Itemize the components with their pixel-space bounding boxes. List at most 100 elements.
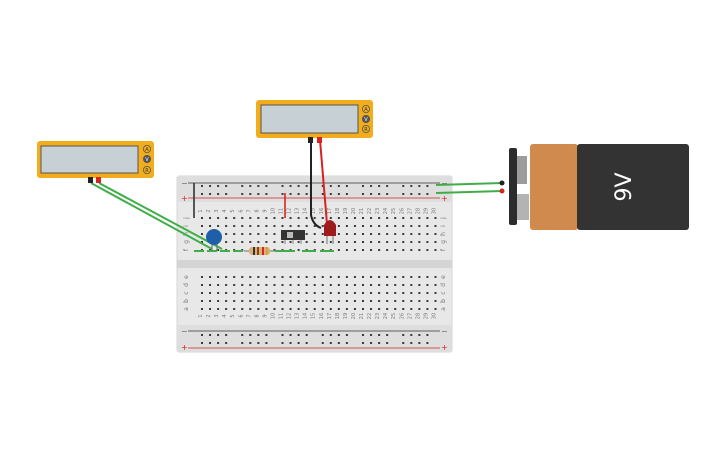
- terminal-hole[interactable]: [305, 276, 308, 278]
- terminal-hole[interactable]: [345, 249, 348, 251]
- terminal-hole[interactable]: [402, 292, 405, 294]
- terminal-hole[interactable]: [434, 284, 437, 286]
- terminal-hole[interactable]: [353, 284, 356, 286]
- rail-hole[interactable]: [362, 334, 364, 336]
- terminal-hole[interactable]: [233, 217, 236, 219]
- terminal-hole[interactable]: [362, 249, 364, 251]
- terminal-hole[interactable]: [418, 241, 421, 243]
- rail-hole[interactable]: [217, 193, 220, 195]
- terminal-hole[interactable]: [233, 241, 236, 243]
- terminal-hole[interactable]: [337, 276, 340, 278]
- rail-hole[interactable]: [321, 193, 324, 195]
- terminal-hole[interactable]: [265, 217, 268, 219]
- terminal-hole[interactable]: [337, 300, 340, 302]
- rail-hole[interactable]: [378, 342, 381, 344]
- terminal-hole[interactable]: [241, 300, 244, 302]
- terminal-hole[interactable]: [353, 249, 356, 251]
- rail-hole[interactable]: [225, 342, 228, 344]
- terminal-hole[interactable]: [281, 217, 284, 219]
- terminal-hole[interactable]: [281, 241, 284, 243]
- terminal-hole[interactable]: [362, 300, 364, 302]
- rail-hole[interactable]: [418, 185, 421, 187]
- terminal-hole[interactable]: [410, 300, 413, 302]
- terminal-hole[interactable]: [345, 300, 348, 302]
- terminal-hole[interactable]: [370, 217, 373, 219]
- terminal-hole[interactable]: [345, 241, 348, 243]
- terminal-hole[interactable]: [297, 308, 300, 310]
- rail-hole[interactable]: [370, 193, 373, 195]
- terminal-hole[interactable]: [370, 249, 373, 251]
- terminal-hole[interactable]: [201, 308, 203, 310]
- rail-hole[interactable]: [241, 342, 244, 344]
- terminal-hole[interactable]: [426, 284, 429, 286]
- terminal-hole[interactable]: [353, 233, 356, 235]
- terminal-hole[interactable]: [225, 308, 228, 310]
- terminal-hole[interactable]: [378, 217, 381, 219]
- terminal-hole[interactable]: [281, 308, 284, 310]
- terminal-hole[interactable]: [418, 300, 421, 302]
- rail-hole[interactable]: [362, 185, 364, 187]
- terminal-hole[interactable]: [209, 284, 212, 286]
- terminal-hole[interactable]: [362, 233, 364, 235]
- terminal-hole[interactable]: [370, 308, 373, 310]
- rail-hole[interactable]: [370, 334, 373, 336]
- wire-green-left-meter-1[interactable]: [90, 182, 213, 250]
- rail-hole[interactable]: [217, 334, 220, 336]
- terminal-hole[interactable]: [297, 276, 300, 278]
- terminal-hole[interactable]: [329, 276, 332, 278]
- terminal-hole[interactable]: [353, 292, 356, 294]
- terminal-hole[interactable]: [426, 225, 429, 227]
- terminal-hole[interactable]: [402, 249, 405, 251]
- terminal-hole[interactable]: [353, 217, 356, 219]
- rail-hole[interactable]: [249, 193, 252, 195]
- rail-hole[interactable]: [265, 342, 268, 344]
- rail-hole[interactable]: [289, 193, 292, 195]
- terminal-hole[interactable]: [297, 217, 300, 219]
- rail-hole[interactable]: [249, 342, 252, 344]
- terminal-hole[interactable]: [297, 284, 300, 286]
- terminal-hole[interactable]: [418, 308, 421, 310]
- terminal-hole[interactable]: [265, 225, 268, 227]
- terminal-hole[interactable]: [370, 233, 373, 235]
- terminal-hole[interactable]: [329, 300, 332, 302]
- rail-hole[interactable]: [362, 342, 364, 344]
- terminal-hole[interactable]: [410, 233, 413, 235]
- terminal-hole[interactable]: [233, 233, 236, 235]
- multimeter-left-probe-black[interactable]: [88, 177, 93, 183]
- terminal-hole[interactable]: [209, 300, 212, 302]
- rail-hole[interactable]: [297, 334, 300, 336]
- terminal-hole[interactable]: [370, 225, 373, 227]
- rail-hole[interactable]: [418, 342, 421, 344]
- terminal-hole[interactable]: [289, 217, 292, 219]
- terminal-hole[interactable]: [410, 249, 413, 251]
- terminal-hole[interactable]: [345, 292, 348, 294]
- terminal-hole[interactable]: [402, 225, 405, 227]
- terminal-hole[interactable]: [265, 284, 268, 286]
- terminal-hole[interactable]: [418, 225, 421, 227]
- terminal-hole[interactable]: [217, 217, 220, 219]
- terminal-hole[interactable]: [273, 308, 276, 310]
- terminal-hole[interactable]: [233, 276, 236, 278]
- terminal-hole[interactable]: [289, 308, 292, 310]
- terminal-hole[interactable]: [378, 225, 381, 227]
- rail-hole[interactable]: [386, 185, 389, 187]
- terminal-hole[interactable]: [249, 217, 252, 219]
- terminal-hole[interactable]: [225, 300, 228, 302]
- terminal-hole[interactable]: [265, 300, 268, 302]
- terminal-hole[interactable]: [370, 300, 373, 302]
- terminal-hole[interactable]: [305, 225, 308, 227]
- terminal-hole[interactable]: [241, 276, 244, 278]
- terminal-hole[interactable]: [410, 292, 413, 294]
- terminal-hole[interactable]: [281, 225, 284, 227]
- terminal-hole[interactable]: [241, 284, 244, 286]
- rail-hole[interactable]: [305, 334, 308, 336]
- terminal-hole[interactable]: [386, 276, 389, 278]
- rail-hole[interactable]: [249, 185, 252, 187]
- rail-hole[interactable]: [281, 334, 284, 336]
- terminal-hole[interactable]: [209, 225, 212, 227]
- terminal-hole[interactable]: [434, 241, 437, 243]
- multimeter-top-mode-v[interactable]: [361, 115, 370, 124]
- terminal-hole[interactable]: [249, 292, 252, 294]
- terminal-hole[interactable]: [386, 217, 389, 219]
- terminal-hole[interactable]: [217, 300, 220, 302]
